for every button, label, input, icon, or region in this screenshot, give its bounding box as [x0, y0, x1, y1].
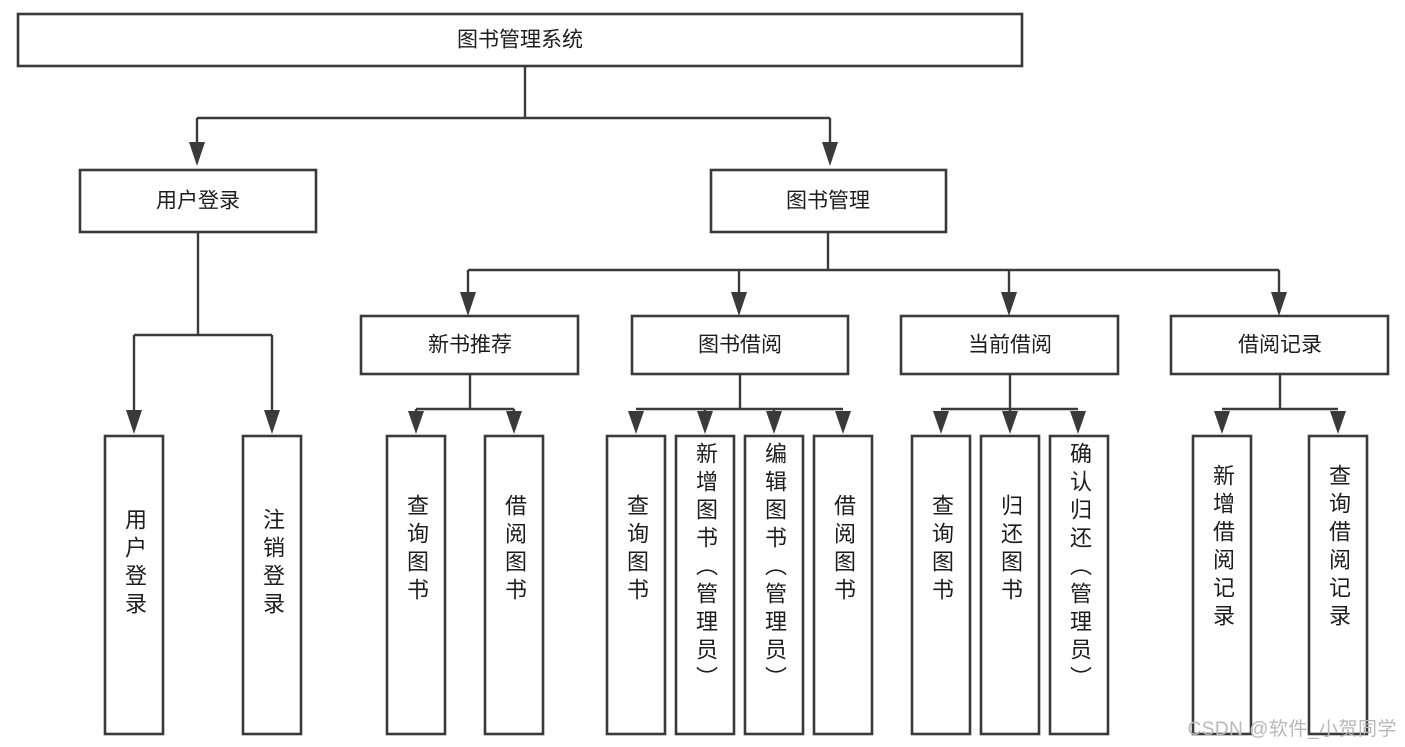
arrow-book-borrow — [731, 292, 747, 316]
node-borrow-record[interactable]: 借阅记录 — [1169, 314, 1390, 376]
leaf-box-nb-query[interactable] — [385, 434, 447, 736]
arrow-br-1 — [1214, 411, 1230, 434]
leaf-box-bb-edit[interactable] — [743, 434, 805, 736]
leaf-box-bb-query[interactable] — [605, 434, 667, 736]
arrow-cb-3 — [1070, 411, 1086, 434]
new-book-recommend-box[interactable] — [359, 314, 580, 376]
node-user-login[interactable]: 用户登录 — [78, 168, 318, 234]
arrow-current-borrow — [1001, 292, 1017, 316]
book-manage-label: 图书管理 — [786, 190, 870, 213]
connector-book-borrow-leaves — [628, 374, 851, 434]
leaf-box-cb-query[interactable] — [910, 434, 972, 736]
arrow-nb-1 — [408, 411, 424, 434]
leaf-box-bb-add[interactable] — [674, 434, 736, 736]
arrow-new-book — [460, 292, 476, 316]
arrow-cb-2 — [1002, 411, 1018, 434]
connector-current-borrow-leaves — [933, 374, 1086, 434]
book-manage-box[interactable] — [709, 168, 948, 234]
root-label: 图书管理系统 — [457, 29, 583, 52]
connector-borrow-record-leaves — [1214, 374, 1346, 434]
arrow-br-2 — [1330, 411, 1346, 434]
leaf-box-logout[interactable] — [241, 434, 303, 736]
arrow-leaf-logout — [264, 410, 280, 434]
arrow-bb-2 — [697, 411, 713, 434]
root-box[interactable] — [16, 12, 1024, 68]
leaf-box-nb-borrow[interactable] — [483, 434, 545, 736]
book-borrow-box[interactable] — [630, 314, 850, 376]
leaf-box-br-add[interactable] — [1191, 434, 1253, 736]
leaf-box-bb-borrow[interactable] — [812, 434, 874, 736]
csdn-watermark: CSDN @软件_小贺同学 — [1187, 719, 1397, 740]
node-current-borrow[interactable]: 当前借阅 — [899, 314, 1120, 376]
arrow-bb-1 — [628, 411, 644, 434]
arrow-bb-3 — [766, 411, 782, 434]
arrow-bb-4 — [835, 411, 851, 434]
node-root[interactable]: 图书管理系统 — [16, 12, 1024, 68]
leaf-box-cb-return[interactable] — [979, 434, 1041, 736]
node-book-manage[interactable]: 图书管理 — [709, 168, 948, 234]
arrow-leaf-user-login — [126, 410, 142, 434]
leaf-box-br-query[interactable] — [1307, 434, 1369, 736]
current-borrow-label: 当前借阅 — [968, 334, 1052, 357]
node-book-borrow[interactable]: 图书借阅 — [630, 314, 850, 376]
current-borrow-box[interactable] — [899, 314, 1120, 376]
connector-book-manage-children — [460, 232, 1287, 316]
borrow-record-label: 借阅记录 — [1238, 334, 1322, 357]
user-login-label: 用户登录 — [156, 190, 240, 213]
node-new-book-recommend[interactable]: 新书推荐 — [359, 314, 580, 376]
connector-root-bus — [189, 66, 838, 166]
book-borrow-label: 图书借阅 — [698, 334, 782, 357]
leaf-box-user-login[interactable] — [103, 434, 165, 736]
arrow-user-login — [189, 142, 205, 166]
arrow-cb-1 — [933, 411, 949, 434]
arrow-borrow-record — [1271, 292, 1287, 316]
new-book-recommend-label: 新书推荐 — [428, 334, 512, 357]
arrow-book-manage — [822, 142, 838, 166]
connector-new-book-leaves — [408, 374, 522, 434]
borrow-record-box[interactable] — [1169, 314, 1390, 376]
connector-user-login-leaves — [126, 232, 280, 434]
arrow-nb-2 — [506, 411, 522, 434]
leaf-box-cb-confirm[interactable] — [1048, 434, 1110, 736]
